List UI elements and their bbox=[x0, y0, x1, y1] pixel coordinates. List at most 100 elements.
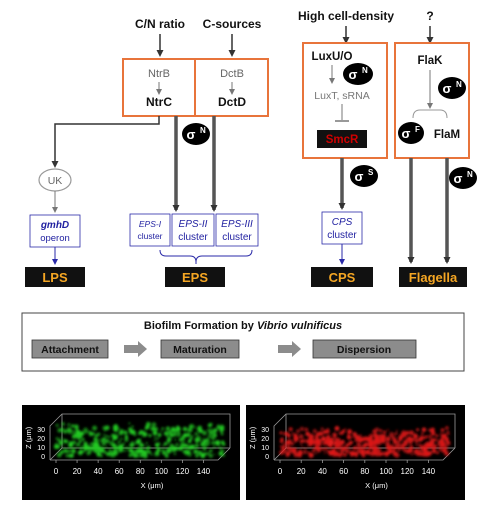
signal-dot bbox=[134, 449, 140, 454]
signal-dot bbox=[420, 437, 423, 440]
signal-dot bbox=[431, 431, 436, 436]
signal-dot bbox=[212, 446, 216, 449]
gene-eps1: EPS-I bbox=[139, 219, 162, 229]
signal-dot bbox=[75, 428, 79, 432]
signal-dot bbox=[92, 434, 95, 437]
signal-dot bbox=[350, 450, 356, 456]
signal-dot bbox=[113, 444, 117, 449]
signal-dot bbox=[96, 432, 101, 437]
signal-dot bbox=[408, 446, 413, 451]
signal-dot bbox=[163, 431, 169, 436]
signal-dot bbox=[432, 442, 435, 446]
signal-dot bbox=[395, 429, 398, 432]
signal-dot bbox=[113, 424, 118, 429]
signal-dot bbox=[419, 450, 421, 453]
signal-dot bbox=[209, 423, 212, 426]
signal-dot bbox=[54, 442, 59, 447]
signal-dot bbox=[419, 445, 424, 449]
signal-dot bbox=[412, 437, 416, 440]
signal-dot bbox=[157, 436, 160, 440]
signal-dot bbox=[385, 445, 390, 450]
signal-dot bbox=[415, 436, 418, 439]
biofilm-title-prefix: Biofilm Formation by bbox=[144, 320, 257, 332]
signal-dot bbox=[100, 454, 103, 458]
signal-dot bbox=[120, 444, 124, 449]
signal-dot bbox=[95, 450, 99, 454]
signal-dot bbox=[151, 422, 157, 427]
signal-dot bbox=[102, 425, 107, 431]
signal-dot bbox=[117, 441, 121, 444]
signal-dot bbox=[130, 450, 134, 453]
stage-maturation-box bbox=[160, 339, 240, 359]
signal-dot bbox=[177, 435, 180, 438]
eps1-cluster-box bbox=[129, 213, 171, 247]
signal-dot bbox=[344, 428, 347, 430]
signal-dot bbox=[279, 431, 283, 435]
signal-dot bbox=[142, 431, 148, 437]
signal-dot bbox=[197, 450, 203, 456]
node-dctd: DctD bbox=[218, 95, 246, 109]
signal-dot bbox=[103, 439, 109, 444]
signal-dot bbox=[219, 452, 224, 457]
signal-dot bbox=[202, 452, 207, 456]
signal-dot bbox=[400, 445, 405, 451]
signal-dot bbox=[214, 453, 216, 456]
signal-dot bbox=[179, 444, 183, 449]
signal-dot bbox=[136, 448, 138, 451]
signal-dot bbox=[441, 448, 446, 453]
signal-dot bbox=[187, 433, 191, 437]
signal-dot bbox=[415, 444, 418, 447]
x-tick-label: 60 bbox=[115, 467, 124, 476]
signal-dot bbox=[327, 427, 330, 431]
signal-dot bbox=[92, 425, 98, 431]
signal-dot bbox=[71, 449, 76, 454]
signal-dot bbox=[443, 433, 448, 438]
node-flam: FlaM bbox=[434, 129, 460, 141]
axis-box-base bbox=[50, 447, 231, 461]
signal-dot bbox=[96, 452, 101, 457]
signal-dot bbox=[301, 438, 306, 443]
x-tick-label: 60 bbox=[339, 467, 348, 476]
signal-dot bbox=[200, 443, 205, 447]
signal-dot bbox=[86, 446, 92, 451]
signal-dot bbox=[398, 436, 403, 442]
signal-dot bbox=[72, 432, 75, 434]
signal-dot bbox=[112, 437, 116, 441]
output-lps-box bbox=[25, 267, 85, 287]
z-tick-label: 20 bbox=[261, 436, 269, 443]
signal-dot bbox=[362, 438, 366, 442]
signal-dot bbox=[421, 432, 424, 435]
signal-dot bbox=[330, 444, 333, 447]
sigma-superscript: F bbox=[415, 125, 420, 134]
signal-dot bbox=[300, 444, 302, 447]
signal-dot bbox=[68, 441, 73, 446]
signal-dot bbox=[72, 429, 76, 433]
signal-dot bbox=[155, 450, 159, 455]
signal-dot bbox=[323, 442, 326, 446]
signal-dot bbox=[382, 430, 385, 433]
signal-dot bbox=[371, 445, 377, 451]
signal-dot bbox=[219, 427, 224, 432]
signal-dot bbox=[186, 427, 192, 433]
signal-dot bbox=[336, 451, 339, 454]
gene-cps-cluster: cluster bbox=[327, 230, 357, 241]
output-cps-box bbox=[311, 267, 373, 287]
signal-dot bbox=[195, 438, 199, 443]
signal-dot bbox=[178, 438, 181, 441]
signal-dot bbox=[445, 452, 448, 456]
signal-dot bbox=[59, 450, 64, 455]
signal-dot bbox=[109, 442, 111, 445]
signal-dot bbox=[61, 431, 64, 434]
signal-dot bbox=[279, 445, 282, 448]
z-tick-label: 10 bbox=[37, 445, 45, 452]
signal-dot bbox=[202, 430, 207, 436]
node-luxuo: LuxU/O bbox=[312, 51, 353, 63]
signal-dot bbox=[292, 449, 297, 455]
sigma-superscript: N bbox=[456, 80, 462, 89]
signal-dot bbox=[107, 435, 111, 439]
z-tick-label: 20 bbox=[37, 436, 45, 443]
signal-dot bbox=[188, 444, 194, 450]
signal-dot bbox=[348, 447, 352, 451]
signal-dot bbox=[73, 424, 79, 430]
signal-dot bbox=[401, 432, 404, 434]
